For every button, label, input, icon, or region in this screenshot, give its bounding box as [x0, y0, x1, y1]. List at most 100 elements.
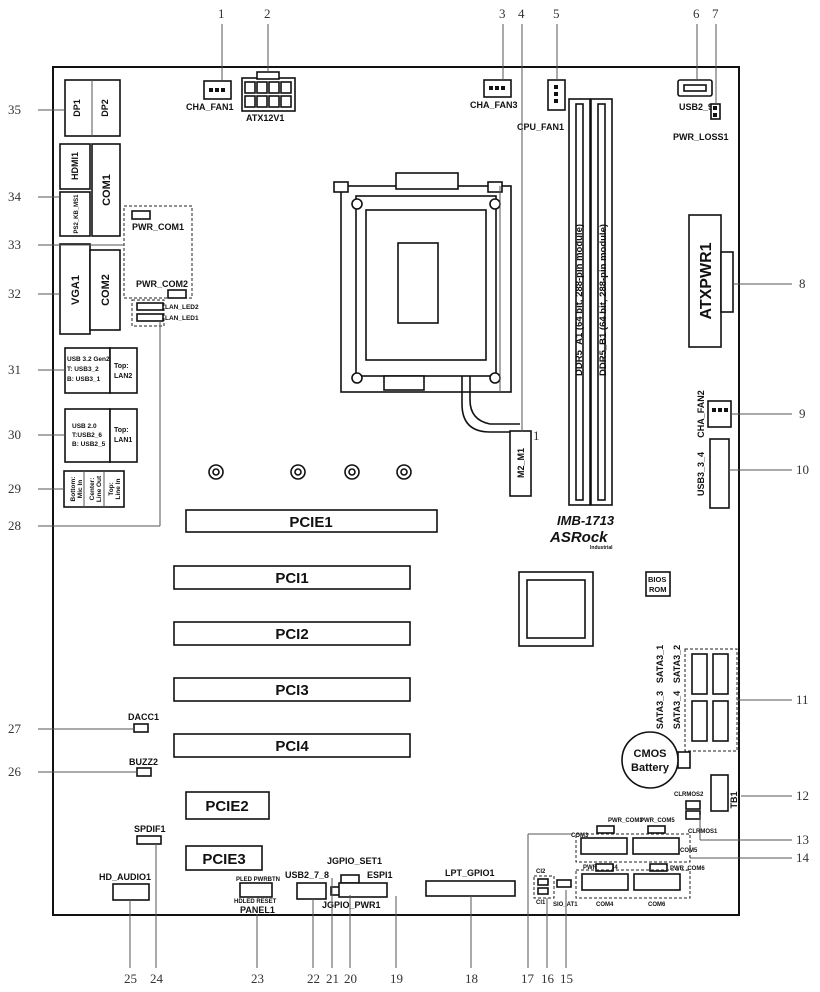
- usb3-3-4-label: USB3_3_4: [696, 452, 706, 496]
- callout-24: 24: [150, 971, 164, 986]
- atxpwr1-label: ATXPWR1: [698, 242, 715, 319]
- com3-label: COM3: [571, 833, 589, 839]
- m2-m1-label: M2_M1: [516, 448, 526, 478]
- atx12v1-connector: ATX12V1: [241, 71, 296, 123]
- callout-35: 35: [8, 102, 21, 117]
- com2-port: [89, 249, 121, 331]
- sata3-3-label: SATA3_3: [655, 691, 665, 729]
- audio-jack-block: [63, 470, 125, 508]
- callout-5: 5: [553, 6, 560, 21]
- model-label: IMB-1713: [557, 513, 615, 528]
- callout-34: 34: [8, 189, 22, 204]
- pcie2-slot: [185, 791, 270, 820]
- pcie3-slot: [185, 845, 263, 871]
- clrmos2-label: CLRMOS2: [674, 792, 704, 798]
- rear-io: DP1 DP2 HDMI1 PS2_KB_MS1 COM1 VGA1 COM2 …: [59, 79, 138, 508]
- m2-pin1: 1: [533, 428, 540, 443]
- callout-33: 33: [8, 237, 21, 252]
- cpu-fan1-label: CPU_FAN1: [517, 122, 564, 132]
- brand-sub: Industrial: [590, 545, 613, 551]
- spdif1-header: SPDIF1: [134, 824, 166, 845]
- mounting-holes: [208, 464, 412, 480]
- audio-center-1: Center:: [89, 478, 96, 501]
- usb3-3-4-header: USB3_3_4: [696, 438, 730, 509]
- usb32-text-2: T: USB3_2: [67, 366, 99, 373]
- cha-fan3-header: CHA_FAN3: [470, 79, 518, 110]
- pcie1-slot: [185, 509, 438, 533]
- callout-30: 30: [8, 427, 21, 442]
- bios-rom-label-1: BIOS: [648, 575, 666, 584]
- callout-6: 6: [693, 6, 700, 21]
- dp1-label: DP1: [72, 99, 82, 117]
- pwr-com2-label: PWR_COM2: [136, 279, 188, 289]
- callout-22: 22: [307, 971, 320, 986]
- callout-9: 9: [799, 406, 806, 421]
- pwr-com3-label: PWR_COM3: [608, 818, 643, 824]
- cha-fan1-label: CHA_FAN1: [186, 102, 234, 112]
- audio-bottom-2: Mic In: [77, 480, 84, 498]
- callout-2: 2: [264, 6, 271, 21]
- jgpio-pwr1-label: JGPIO_PWR1: [322, 900, 381, 910]
- tb1-terminal: TB1: [710, 774, 739, 812]
- callout-17: 17: [521, 971, 535, 986]
- m2-slot: M2_M1 1: [509, 428, 540, 497]
- panel1-header: PLED PWRBTN HDLED RESET PANEL1: [234, 877, 280, 915]
- usb2-7-8-header: USB2_7_8: [285, 870, 329, 900]
- pwr-com6-label: PWR_COM6: [670, 866, 705, 872]
- callout-21: 21: [326, 971, 339, 986]
- ps2-label: PS2_KB_MS1: [74, 194, 80, 234]
- lan2-text-1: Top:: [114, 363, 129, 370]
- clrmos1-label: CLRMOS1: [688, 829, 718, 835]
- callout-28: 28: [8, 518, 21, 533]
- buzz2-label: BUZZ2: [129, 757, 158, 767]
- usb2-7-8-label: USB2_7_8: [285, 870, 329, 880]
- audio-top-2: Line In: [115, 479, 122, 500]
- pci2-slot: [173, 621, 411, 646]
- callout-19: 19: [390, 971, 403, 986]
- dacc1-label: DACC1: [128, 712, 159, 722]
- callout-32: 32: [8, 286, 21, 301]
- pci2-label: PCI2: [275, 626, 308, 643]
- callout-29: 29: [8, 481, 21, 496]
- lan2-text-2: LAN2: [114, 373, 132, 380]
- com1-port: [91, 143, 121, 237]
- callout-leaders: [38, 24, 792, 968]
- callout-14: 14: [796, 850, 810, 865]
- dimm-slots: DDR5_A1 (64 bit, 288-pin module) DDR5_B1…: [568, 98, 613, 506]
- callout-20: 20: [344, 971, 357, 986]
- sata3-1-label: SATA3_1: [655, 645, 665, 683]
- audio-bottom-1: Bottom:: [70, 477, 77, 502]
- lan2-port: [109, 347, 138, 394]
- lan-led2-label: LAN_LED2: [165, 304, 199, 311]
- dacc1-header: DACC1: [128, 712, 159, 733]
- usb2-9-label: USB2_9: [679, 102, 713, 112]
- callout-31: 31: [8, 362, 21, 377]
- pwr-com-left-group: PWR_COM1 PWR_COM2 LAN_LED2 LAN_LED1: [123, 205, 199, 327]
- cmos-label-1: CMOS: [634, 748, 667, 760]
- ci2-label: CI2: [536, 869, 546, 875]
- ps2-port: [59, 191, 91, 237]
- usb32-text-1: USB 3.2 Gen2: [67, 356, 110, 363]
- pci1-slot: [173, 565, 411, 590]
- cha-fan2-header: CHA_FAN2: [696, 390, 732, 438]
- pci4-slot: [173, 733, 411, 758]
- com2-label: COM2: [100, 274, 112, 306]
- bios-rom-label-2: ROM: [649, 585, 667, 594]
- cmos-battery: CMOS Battery: [621, 731, 691, 789]
- lpt-gpio1-label: LPT_GPIO1: [445, 868, 495, 878]
- callout-11: 11: [796, 692, 809, 707]
- callout-18: 18: [465, 971, 478, 986]
- callout-7: 7: [712, 6, 719, 21]
- callout-10: 10: [796, 462, 809, 477]
- hd-audio1-header: HD_AUDIO1: [99, 872, 151, 901]
- panel1-bottom-text: HDLED RESET: [234, 899, 277, 905]
- ddr5-a1-label: DDR5_A1 (64 bit, 288-pin module): [574, 224, 585, 376]
- callout-1: 1: [218, 6, 225, 21]
- callout-numbers: 1 2 3 4 5 6 7 8 9 10 11 12 13 14 15 16 1…: [8, 6, 810, 986]
- espi1-label: ESPI1: [367, 870, 393, 880]
- usb20-port: [64, 408, 111, 463]
- callout-27: 27: [8, 721, 22, 736]
- com6-label: COM6: [648, 902, 666, 908]
- panel1-top-text: PLED PWRBTN: [236, 877, 280, 883]
